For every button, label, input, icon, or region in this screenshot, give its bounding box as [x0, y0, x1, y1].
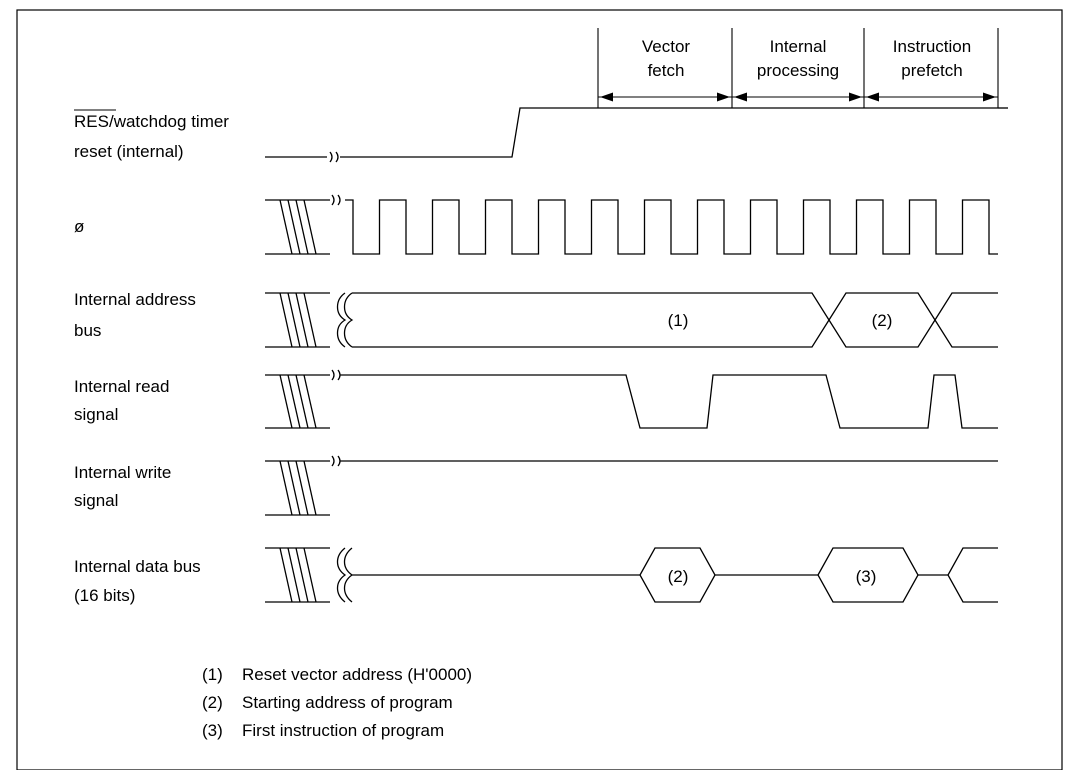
read-signal-label: Internal read	[74, 377, 169, 396]
hatch	[279, 547, 293, 603]
address-bus-value-2: (2)	[872, 311, 893, 330]
break-mark	[336, 547, 347, 603]
data-bus-value-2: (3)	[856, 567, 877, 586]
phase-label-1b: fetch	[648, 61, 685, 80]
hatch	[287, 547, 301, 603]
data-bus-label: Internal data bus	[74, 557, 201, 576]
arrowhead	[983, 92, 996, 102]
data-bus-value-1: (2)	[668, 567, 689, 586]
read-signal-label-line2: signal	[74, 405, 118, 424]
hatch	[295, 199, 309, 255]
hatch	[303, 199, 317, 255]
write-signal-waveform	[265, 455, 998, 516]
address-bus-waveform: (1) (2)	[265, 292, 998, 348]
data-bus-label-line2: (16 bits)	[74, 586, 135, 605]
write-signal-label-line2: signal	[74, 491, 118, 510]
hatch	[279, 292, 293, 348]
data-bus-cell-next	[947, 547, 998, 603]
address-bus-top	[352, 292, 998, 322]
address-bus-label: Internal address	[74, 290, 196, 309]
hatch	[279, 374, 293, 429]
phase-label-2b: processing	[757, 61, 839, 80]
hatch	[295, 460, 309, 516]
phase-label-3b: prefetch	[901, 61, 962, 80]
note-2-number: (2)	[202, 693, 223, 712]
hatch	[279, 460, 293, 516]
notes: (1) Reset vector address (H'0000) (2) St…	[202, 665, 472, 740]
res-trace	[340, 107, 1008, 158]
hatch	[279, 199, 293, 255]
hatch	[287, 460, 301, 516]
break-mark	[331, 455, 341, 467]
clock-label: ø	[74, 217, 84, 236]
arrowhead	[717, 92, 730, 102]
hatch	[295, 547, 309, 603]
signal-labels: RES/watchdog timer reset (internal) ø In…	[74, 109, 229, 605]
arrowhead	[866, 92, 879, 102]
clock-trace	[345, 199, 998, 255]
address-bus-value-1: (1)	[668, 311, 689, 330]
data-bus-waveform: (2) (3)	[265, 547, 998, 603]
res-label: RES/watchdog timer	[74, 112, 229, 131]
phase-label-1: Vector	[642, 37, 691, 56]
break-mark	[343, 292, 354, 348]
res-label-rest: /watchdog timer	[109, 112, 229, 131]
note-3-text: First instruction of program	[242, 721, 444, 740]
hatch	[295, 374, 309, 429]
hatch	[303, 547, 317, 603]
break-mark	[331, 194, 341, 206]
clock-waveform	[265, 194, 998, 255]
read-signal-waveform	[265, 369, 998, 429]
arrowhead	[600, 92, 613, 102]
arrowhead	[849, 92, 862, 102]
res-label-line2: reset (internal)	[74, 142, 184, 161]
break-mark	[329, 151, 339, 163]
hatch	[287, 374, 301, 429]
hatch	[287, 292, 301, 348]
arrowhead	[734, 92, 747, 102]
note-1-number: (1)	[202, 665, 223, 684]
hatch	[303, 292, 317, 348]
hatch	[303, 460, 317, 516]
phase-header: Vector fetch Internal processing Instruc…	[597, 28, 1008, 109]
note-3-number: (3)	[202, 721, 223, 740]
hatch	[295, 292, 309, 348]
note-1-text: Reset vector address (H'0000)	[242, 665, 472, 684]
hatch	[287, 199, 301, 255]
break-mark	[336, 292, 347, 348]
res-waveform	[265, 107, 1008, 163]
hatch	[303, 374, 317, 429]
address-bus-label-line2: bus	[74, 321, 101, 340]
phase-label-3: Instruction	[893, 37, 971, 56]
break-mark	[331, 369, 341, 381]
address-bus-bottom	[352, 318, 998, 348]
phase-label-2: Internal	[770, 37, 827, 56]
read-trace	[340, 374, 998, 429]
write-signal-label: Internal write	[74, 463, 171, 482]
note-2-text: Starting address of program	[242, 693, 453, 712]
diagram-frame	[16, 9, 1063, 770]
res-overbar-text: RES	[74, 112, 109, 131]
